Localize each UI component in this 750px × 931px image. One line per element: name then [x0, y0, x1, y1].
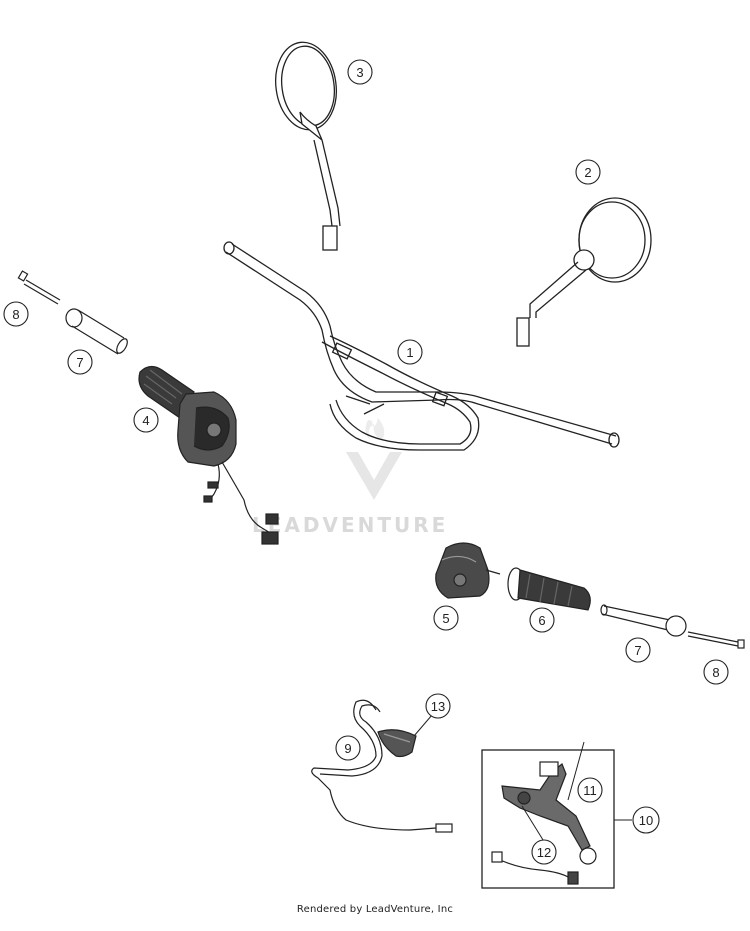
callout-5[interactable]: 5	[433, 605, 459, 631]
left-bolt-part[interactable]	[17, 270, 61, 305]
footer-credit: Rendered by LeadVenture, Inc	[296, 904, 454, 915]
svg-text:13: 13	[431, 699, 445, 714]
svg-text:12: 12	[537, 845, 551, 860]
callout-10[interactable]: 10	[632, 806, 660, 834]
lever-assembly-box[interactable]	[481, 749, 632, 889]
callout-9[interactable]: 9	[335, 735, 361, 761]
svg-text:7: 7	[76, 355, 83, 370]
left-mirror-part[interactable]	[270, 38, 342, 251]
callout-13[interactable]: 13	[425, 693, 451, 719]
svg-text:3: 3	[356, 65, 363, 80]
svg-text:2: 2	[584, 165, 591, 180]
left-bar-end-part[interactable]	[65, 308, 129, 355]
callout-12[interactable]: 12	[531, 839, 557, 865]
callout-2[interactable]: 2	[575, 159, 601, 185]
svg-text:5: 5	[442, 611, 449, 626]
svg-text:11: 11	[583, 783, 597, 798]
svg-text:6: 6	[538, 613, 545, 628]
callout-4[interactable]: 4	[133, 407, 159, 433]
svg-text:10: 10	[639, 813, 653, 828]
callout-8-left[interactable]: 8	[3, 301, 29, 327]
handlebar-part[interactable]	[223, 241, 620, 451]
cable-part[interactable]	[311, 699, 453, 833]
callout-3[interactable]: 3	[347, 59, 373, 85]
callout-1[interactable]: 1	[397, 339, 423, 365]
right-mirror-part[interactable]	[516, 197, 652, 347]
callout-11[interactable]: 11	[577, 777, 603, 803]
left-switch-grip-part[interactable]	[138, 365, 279, 545]
right-switch-part[interactable]	[435, 542, 501, 599]
svg-text:8: 8	[712, 665, 719, 680]
watermark-text: LEADVENTURE	[252, 513, 448, 537]
right-bolt-part[interactable]	[687, 631, 745, 649]
svg-text:9: 9	[344, 741, 351, 756]
callout-7-left[interactable]: 7	[67, 349, 93, 375]
callout-6[interactable]: 6	[529, 607, 555, 633]
watermark-logo-icon	[346, 452, 402, 500]
svg-text:1: 1	[406, 345, 413, 360]
callout-7-right[interactable]: 7	[625, 637, 651, 663]
callout-8-right[interactable]: 8	[703, 659, 729, 685]
svg-text:7: 7	[634, 643, 641, 658]
svg-text:8: 8	[12, 307, 19, 322]
svg-text:4: 4	[142, 413, 149, 428]
lever-switch-wire-part[interactable]	[491, 851, 579, 885]
clutch-lever-part[interactable]	[501, 761, 597, 865]
right-bar-end-part[interactable]	[600, 604, 687, 637]
cable-boot-part[interactable]	[377, 729, 417, 758]
watermark-flame-icon	[365, 418, 385, 440]
watermark: LEADVENTURE	[252, 418, 448, 537]
right-grip-part[interactable]	[507, 567, 591, 611]
